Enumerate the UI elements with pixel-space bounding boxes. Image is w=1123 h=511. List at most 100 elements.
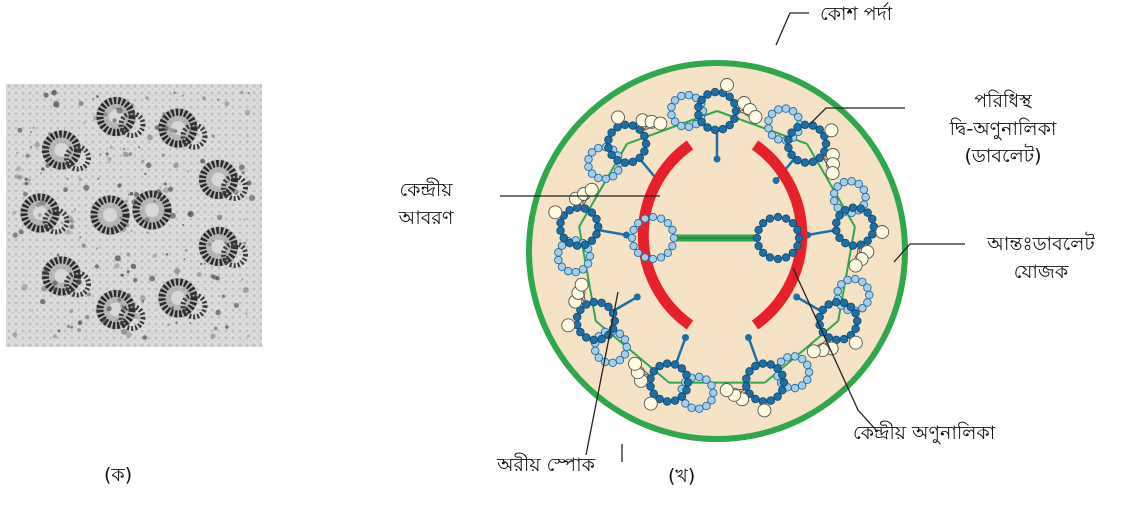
micrograph-speckle [45, 146, 49, 150]
micrograph-speckle [103, 112, 107, 116]
a-tubule-bead [785, 144, 793, 152]
a-tubule-bead [788, 151, 796, 159]
caption-panel-b: (খ) [668, 463, 695, 491]
micrograph-speckle [82, 244, 86, 248]
central-microtubule-left-bead [649, 255, 656, 262]
micrograph-speckle [44, 93, 49, 98]
central-microtubule-left-bead [657, 254, 664, 261]
micrograph-speckle [58, 330, 61, 333]
micrograph-speckle [241, 171, 245, 175]
micrograph-speckle [170, 93, 172, 95]
micrograph-speckle [13, 332, 18, 337]
a-tubule-bead [743, 375, 751, 383]
central-microtubule-right-bead [782, 215, 789, 222]
micrograph-speckle [182, 224, 184, 226]
micrograph-speckle [107, 157, 111, 161]
micrograph-speckle [200, 159, 205, 164]
micrograph-speckle [210, 334, 215, 339]
micrograph-speckle [28, 179, 31, 182]
micrograph-speckle [30, 146, 32, 148]
label-interdoublet-link-line1: আন্তঃডাবলেট [966, 231, 1116, 259]
micrograph-speckle [146, 232, 148, 234]
radial-spoke-head [682, 334, 689, 341]
b-tubule-bead [862, 193, 870, 201]
micrograph-speckle [45, 163, 50, 168]
a-tubule-bead [608, 151, 616, 159]
dynein-arm [720, 384, 733, 397]
b-tubule-bead [609, 359, 617, 367]
micrograph-speckle [162, 127, 164, 129]
micrograph-speckle [203, 125, 205, 127]
b-tubule-bead [623, 343, 631, 351]
micrograph-speckle [220, 232, 223, 235]
micrograph-speckle [63, 187, 68, 192]
dynein-arm [654, 117, 667, 130]
micrograph-speckle [109, 162, 111, 164]
micrograph-speckle [162, 153, 166, 157]
a-tubule-bead [663, 398, 671, 406]
b-tubule-bead [616, 356, 624, 364]
a-tubule-bead [857, 205, 865, 213]
micrograph-speckle [95, 264, 99, 268]
a-tubule-bead [719, 125, 727, 133]
dynein-arm [758, 404, 771, 417]
micrograph-speckle [21, 284, 27, 290]
micrograph-speckle [159, 186, 161, 188]
micrograph-speckle [174, 268, 180, 274]
electron-micrograph [6, 84, 262, 347]
micrograph-speckle [217, 99, 219, 101]
micrograph-speckle [102, 318, 107, 323]
b-tubule-bead [703, 402, 711, 410]
micrograph-speckle [127, 293, 131, 297]
micrograph-speckle [40, 299, 45, 304]
central-microtubule-right-bead [759, 219, 766, 226]
dynein-arm [749, 111, 762, 124]
central-microtubule-right-bead [774, 213, 781, 220]
micrograph-speckle [69, 224, 74, 229]
central-microtubule-left-bead [657, 215, 664, 222]
central-microtubule-right-bead [782, 254, 789, 261]
micrograph-speckle [52, 280, 57, 285]
micrograph-speckle [163, 188, 169, 194]
a-tubule-bead [767, 397, 775, 405]
label-interdoublet-link: আন্তঃডাবলেট যোজক [966, 231, 1116, 286]
micrograph-speckle [141, 300, 144, 303]
a-tubule-bead [663, 360, 671, 368]
a-tubule-bead [588, 237, 596, 245]
micrograph-speckle [162, 112, 166, 116]
micrograph-speckle [69, 309, 73, 313]
micrograph-speckle [226, 176, 229, 179]
a-tubule-bead [650, 390, 658, 398]
micrograph-speckle [189, 322, 191, 324]
a-tubule-bead [641, 132, 649, 140]
central-microtubule-right-bead [755, 242, 762, 249]
micrograph-speckle [127, 270, 130, 273]
micrograph-speckle [155, 125, 160, 130]
micrograph-speckle [44, 269, 48, 273]
micrograph-speckle [147, 135, 153, 141]
a-tubule-bead [629, 122, 637, 130]
central-microtubule-left-bead [630, 242, 637, 249]
micrograph-speckle [106, 152, 109, 155]
label-central-sheath: কেন্দ্রীয় আবরণ [376, 177, 476, 232]
micrograph-speckle [243, 287, 249, 293]
b-tubule-bead [782, 105, 790, 113]
micrograph-speckle [146, 96, 149, 99]
micrograph-speckle [154, 200, 156, 202]
micrograph-speckle [131, 103, 134, 106]
micrograph-speckle [133, 278, 137, 282]
micrograph-speckle [51, 90, 57, 96]
a-tubule-bead [816, 154, 824, 162]
micrograph-speckle [120, 304, 124, 308]
central-microtubule-left-bead [641, 254, 648, 261]
label-peripheral-doublet-line1: পরিধিস্থ [918, 88, 1088, 116]
b-tubule-bead [798, 382, 806, 390]
a-tubule-bead [774, 393, 782, 401]
a-tubule-bead [836, 234, 844, 242]
micrograph-speckle [153, 254, 157, 258]
micrograph-speckle [163, 125, 169, 131]
micrograph-speckle [112, 118, 116, 122]
micrograph-speckle [175, 321, 177, 323]
b-tubule-bead [595, 144, 603, 152]
